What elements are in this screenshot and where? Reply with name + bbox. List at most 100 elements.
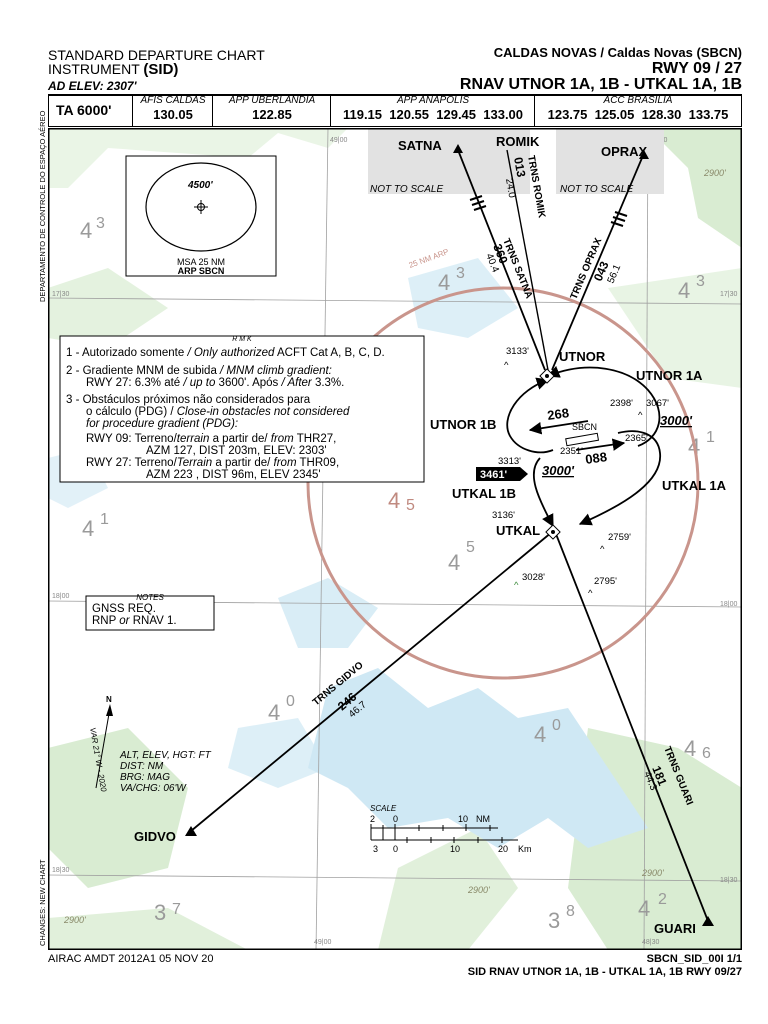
mora-digit: 0 xyxy=(286,693,295,710)
route-088-label: 088 xyxy=(584,449,608,467)
obstacle-elev: 2398' xyxy=(610,398,633,409)
mora-digit: 4 xyxy=(638,896,650,921)
fix-satna-icon xyxy=(453,144,463,153)
mora-digit: 8 xyxy=(566,903,575,920)
afis-freq: 130.05 xyxy=(153,107,193,122)
app-uberlandia-cell: APP UBERLÂNDIA 122.85 xyxy=(212,94,331,126)
map-scale: SCALE 2 0 10 NM 3 0 10 20 Km xyxy=(370,804,532,854)
mora-digit: 3 xyxy=(456,265,465,282)
mora-digit: 6 xyxy=(702,745,711,762)
map-frame xyxy=(48,128,742,950)
not-to-scale-box-right xyxy=(556,128,664,194)
grid-coord: 48|30 xyxy=(642,939,659,946)
svg-text:AZM 127, DIST 203m, ELEV: 2303: AZM 127, DIST 203m, ELEV: 2303' xyxy=(146,445,327,457)
grid-coord: 17|30 xyxy=(720,291,737,298)
acc-brasilia-cell: ACC BRASÍLIA 123.75 125.05 128.30 133.75 xyxy=(534,94,741,126)
app-anapolis-freq: 129.45 xyxy=(436,107,477,122)
afis-label: AFIS CALDAS xyxy=(140,95,206,106)
svg-text:2: 2 xyxy=(370,814,375,824)
fix-guari-icon xyxy=(702,916,714,926)
not-to-scale-right: NOT TO SCALE xyxy=(560,184,633,195)
notes-line1: GNSS REQ. xyxy=(92,603,156,615)
mora-digit: 4 xyxy=(684,736,696,761)
rmk-title: R M K xyxy=(232,336,252,343)
route-utnor-1b xyxy=(506,377,554,454)
side-changes: CHANGES: NEW CHART xyxy=(38,859,47,946)
route-utkal-1b xyxy=(532,457,554,528)
mora-digit: 0 xyxy=(552,717,561,734)
grid-coord: 49|00 xyxy=(314,939,331,946)
obstacle-elev: 2351' xyxy=(560,446,583,457)
proc-utkal-1b: UTKAL 1B xyxy=(452,486,516,501)
route-268-label: 268 xyxy=(546,405,570,423)
route-alt-3000-a: 3000' xyxy=(660,413,693,428)
chart-type-line1: STANDARD DEPARTURE CHART xyxy=(48,47,265,63)
mora-digit: 4 xyxy=(80,218,92,243)
route-gidvo xyxy=(190,531,553,832)
obstacle-elev: 3028' xyxy=(522,572,545,583)
svg-text:RWY 27: Terreno/Terrain a part: RWY 27: Terreno/Terrain a partir de/ fro… xyxy=(86,457,339,469)
trns-romik-brg: 013 xyxy=(511,156,528,178)
mora-digit: 3 xyxy=(696,273,705,290)
route-utnor-1a xyxy=(546,365,661,447)
frequency-strip: TA 6000' AFIS CALDAS 130.05 APP UBERLÂND… xyxy=(48,94,742,127)
chart-units-legend: ALT, ELEV, HGT: FT DIST: NM BRG: MAG VA/… xyxy=(119,750,212,794)
mora-digit: 4 xyxy=(388,488,400,513)
svg-text:N: N xyxy=(106,695,112,704)
fix-satna-label: SATNA xyxy=(398,138,442,153)
svg-text:20: 20 xyxy=(498,844,508,854)
contour-label: 2900' xyxy=(63,915,86,925)
svg-text:DIST: NM: DIST: NM xyxy=(120,761,164,772)
svg-text:for procedure gradient (PDG):: for procedure gradient (PDG): xyxy=(86,418,238,430)
contour-labels: 2900' 2900' 2900' 2900' xyxy=(63,168,726,925)
mora-digit: 4 xyxy=(534,722,546,747)
route-utkal-1a xyxy=(578,430,661,526)
acc-brasilia-freq: 128.30 xyxy=(641,107,682,122)
not-to-scale-left: NOT TO SCALE xyxy=(370,184,443,195)
svg-text:1 - Autorizado somente / Only: 1 - Autorizado somente / Only authorized… xyxy=(66,347,385,359)
mora-digit: 5 xyxy=(406,497,415,514)
fix-gidvo-label: GIDVO xyxy=(134,829,176,844)
fix-utnor-label: UTNOR xyxy=(559,349,606,364)
runway-title: RWY 09 / 27 xyxy=(651,60,742,77)
afis-cell: AFIS CALDAS 130.05 xyxy=(132,94,213,126)
obstacle-elev: 2759' xyxy=(608,532,631,543)
arp-25nm-ring xyxy=(306,286,700,680)
proc-utnor-1b: UTNOR 1B xyxy=(430,417,496,432)
grid-coord: 18|00 xyxy=(52,593,69,600)
app-uberlandia-freq: 122.85 xyxy=(252,107,292,122)
grid-coord: 49|00 xyxy=(330,137,347,144)
svg-text:2 - Gradiente MNM de subida /: 2 - Gradiente MNM de subida / MNM climb … xyxy=(66,365,332,377)
ad-elev: AD ELEV: 2307' xyxy=(48,79,137,93)
contour-label: 2900' xyxy=(641,868,664,878)
footer-airac: AIRAC AMDT 2012A1 05 NOV 20 xyxy=(48,953,214,965)
side-organization: DEPARTAMENTO DE CONTROLE DO ESPAÇO AÉREO xyxy=(38,110,47,302)
svg-text:10: 10 xyxy=(450,844,460,854)
svg-text:VA/CHG: 06'W: VA/CHG: 06'W xyxy=(120,783,187,794)
svg-text:NM: NM xyxy=(476,814,490,824)
proc-utkal-1a: UTKAL 1A xyxy=(662,478,727,493)
mora-digit: 1 xyxy=(100,511,109,528)
acc-brasilia-freq: 123.75 xyxy=(547,107,588,122)
route-268 xyxy=(528,420,589,435)
app-anapolis-freq: 119.15 xyxy=(342,107,383,122)
lat-lon-grid xyxy=(48,128,742,950)
mora-digit: 4 xyxy=(678,278,690,303)
mora-digit: 5 xyxy=(466,539,475,556)
transition-altitude: TA 6000' xyxy=(56,102,112,118)
grid-coord: 17|30 xyxy=(52,291,69,298)
svg-text:RWY 09: Terreno/terrain a part: RWY 09: Terreno/terrain a partir de/ fro… xyxy=(86,433,336,445)
msa-center-icon xyxy=(194,200,208,214)
msa-altitude: 4500' xyxy=(187,180,213,191)
mora-digit: 1 xyxy=(706,429,715,446)
obstacle-icon: ^ xyxy=(588,588,593,599)
notes-box xyxy=(85,595,215,631)
runway-sbcn: SBCN xyxy=(565,422,600,447)
obstacle-elev: 2795' xyxy=(594,576,617,587)
svg-text:BRG: MAG: BRG: MAG xyxy=(120,772,170,783)
contour-label: 2900' xyxy=(703,168,726,178)
svg-text:SCALE: SCALE xyxy=(370,804,397,813)
mora-digit: 4 xyxy=(82,516,94,541)
fix-gidvo-icon xyxy=(185,826,197,836)
svg-text:Km: Km xyxy=(518,844,532,854)
